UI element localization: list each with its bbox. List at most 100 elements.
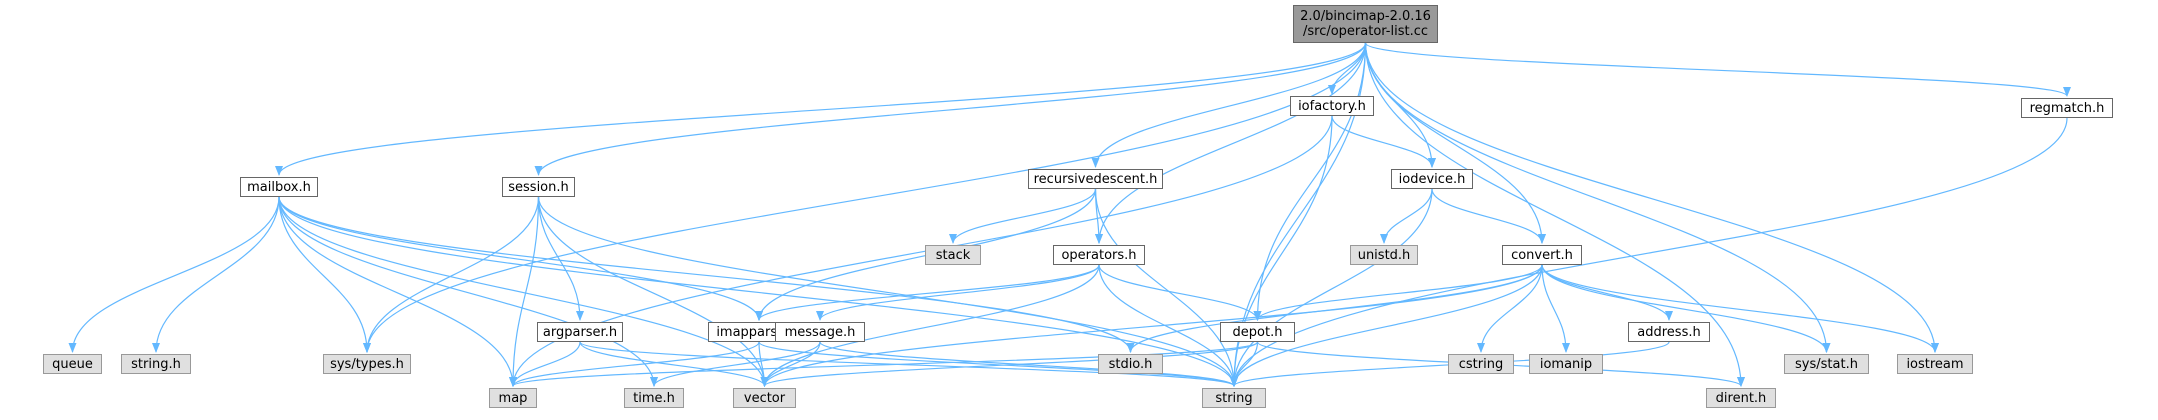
edge-message-to-vector [760,341,821,387]
node-string[interactable]: string [1202,388,1266,408]
edge-convert-to-depot [1253,264,1543,321]
node-convert[interactable]: convert.h [1502,245,1582,265]
edge-root-to-convert [1364,42,1546,244]
edge-root-to-session [534,42,1367,176]
dependency-edges [68,42,2071,387]
node-label: queue [52,356,93,372]
node-vector[interactable]: vector [733,388,796,408]
edge-operators-to-vector [760,264,1100,387]
node-label: iostream [1906,356,1964,372]
node-unistd[interactable]: unistd.h [1350,245,1418,265]
edge-convert-to-vector [760,264,1543,387]
edge-recursivedescent-to-stack [949,188,1097,244]
edge-root-to-sysstat [1364,42,1831,353]
edge-session-to-argparser [537,196,584,321]
node-label: recursivedescent.h [1033,171,1158,187]
node-sysstat[interactable]: sys/stat.h [1784,354,1869,374]
node-iofactory[interactable]: iofactory.h [1290,96,1374,116]
node-label: iofactory.h [1298,98,1366,114]
node-label: string [1215,390,1253,406]
node-label: stack [935,247,971,263]
node-label: unistd.h [1357,247,1411,263]
node-iodevice[interactable]: iodevice.h [1391,169,1473,189]
node-iomanip[interactable]: iomanip [1529,354,1603,374]
node-queue[interactable]: queue [43,354,102,374]
node-mailbox[interactable]: mailbox.h [240,177,318,197]
edge-depot-to-map [509,341,1259,387]
edge-depot-to-vector [760,341,1259,387]
edge-root-to-mailbox [275,42,1367,176]
edge-convert-to-address [1541,264,1673,321]
node-label: /src/operator-list.cc [1302,24,1429,39]
node-label: dirent.h [1715,390,1767,406]
node-systypes[interactable]: sys/types.h [323,354,411,374]
edge-root-to-operators [1095,42,1367,244]
edge-mailbox-to-systypes [278,196,371,353]
edge-message-to-time [650,341,821,387]
edge-session-to-vector [537,196,769,387]
node-label: 2.0/bincimap-2.0.16 [1300,9,1431,24]
node-label: map [498,390,528,406]
node-label: regmatch.h [2029,100,2105,116]
node-address[interactable]: address.h [1628,322,1710,342]
edge-operators-to-string [1098,264,1238,387]
node-stdio[interactable]: stdio.h [1098,354,1163,374]
edge-root-to-dirent [1364,42,1745,387]
edge-root-to-systypes [363,42,1367,353]
edge-convert-to-sysstat [1541,264,1831,353]
edge-iofactory-to-map [509,115,1333,387]
node-stack[interactable]: stack [925,245,981,265]
edge-argparser-to-vector [579,341,769,387]
edge-imapparser-to-vector [758,341,769,387]
node-regmatch[interactable]: regmatch.h [2021,98,2113,118]
edge-operators-to-imapparser [755,264,1100,321]
edge-iodevice-to-string [1230,188,1433,387]
edge-convert-to-string [1230,264,1543,387]
node-label: convert.h [1511,247,1573,263]
node-root[interactable]: 2.0/bincimap-2.0.16/src/operator-list.cc [1293,5,1438,43]
edge-convert-to-iostream [1541,264,1939,353]
edge-session-to-map [509,196,540,387]
edge-iodevice-to-unistd [1380,188,1433,244]
edge-convert-to-cstring [1477,264,1543,353]
node-operators[interactable]: operators.h [1053,245,1145,265]
edge-session-to-systypes [363,196,540,353]
edge-recursivedescent-to-string [1094,188,1238,387]
node-recursivedescent[interactable]: recursivedescent.h [1028,169,1163,189]
edge-mailbox-to-imapparser [278,196,763,321]
edge-mailbox-to-vector [278,196,769,387]
node-argparser[interactable]: argparser.h [537,322,623,342]
edge-root-to-recursivedescent [1091,42,1367,168]
node-label: vector [743,390,786,406]
edge-iofactory-to-iodevice [1331,115,1436,168]
edge-root-to-depot [1253,42,1367,321]
node-map[interactable]: map [489,388,537,408]
node-time[interactable]: time.h [624,388,684,408]
edge-message-to-string [819,341,1238,387]
node-depot[interactable]: depot.h [1220,322,1295,342]
node-label: sys/stat.h [1795,356,1858,372]
node-session[interactable]: session.h [502,177,575,197]
edge-convert-to-iomanip [1541,264,1570,353]
node-dirent[interactable]: dirent.h [1706,388,1776,408]
edge-root-to-iostream [1364,42,1939,353]
edge-mailbox-to-stdio [278,196,1135,353]
node-label: iomanip [1539,356,1593,372]
node-label: time.h [633,390,675,406]
node-label: mailbox.h [247,179,311,195]
edge-operators-to-depot [1098,264,1262,321]
node-label: string.h [131,356,181,372]
edge-iofactory-to-string [1230,115,1333,387]
edge-mailbox-to-queue [68,196,280,353]
edge-imapparser-to-map [509,341,760,387]
edge-root-to-regmatch [1364,42,2071,97]
node-label: address.h [1637,324,1701,340]
node-label: stdio.h [1108,356,1153,372]
node-iostream[interactable]: iostream [1897,354,1973,374]
node-label: operators.h [1061,247,1137,263]
node-string-h[interactable]: string.h [121,354,191,374]
node-cstring[interactable]: cstring [1448,354,1514,374]
node-message[interactable]: message.h [775,322,865,342]
edge-argparser-to-string [579,341,1238,387]
